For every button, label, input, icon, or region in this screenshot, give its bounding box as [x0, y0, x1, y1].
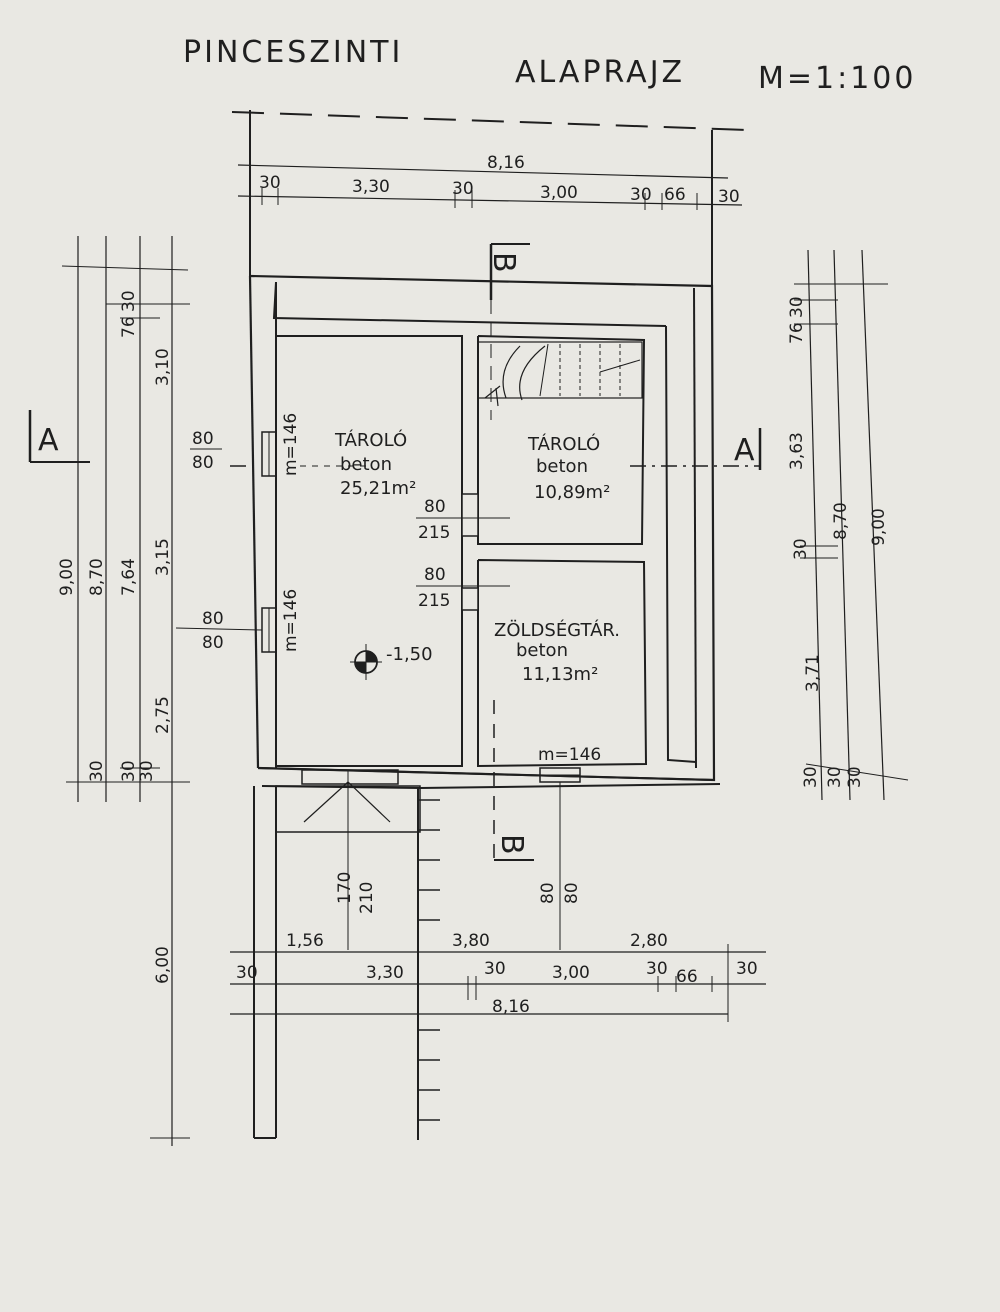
- right-mid-small: 30: [791, 538, 811, 560]
- right-dim-a: 3,63: [787, 432, 807, 470]
- bottom-row2-dim-6: 66: [676, 967, 698, 987]
- left-top-small-1: 30: [119, 290, 139, 312]
- top-dim-4: 3,00: [540, 183, 578, 203]
- section-b-bottom-label: B: [494, 834, 529, 858]
- left-dim-c: 7,64: [119, 558, 139, 596]
- windows: 80 80 m=146 80 80 m=146 m=146: [175, 413, 601, 783]
- left-dimensions: 9,00 8,70 7,64 30 76 3,10 3,15 2,75 30 3…: [57, 236, 190, 1146]
- entrance-dim-c: 80: [538, 882, 558, 904]
- room2-name: TÁROLÓ: [527, 433, 600, 455]
- level-value: -1,50: [386, 644, 433, 665]
- right-top-small-1: 30: [787, 296, 807, 318]
- section-a-right-label: A: [734, 433, 758, 468]
- bottom-row1-dim-3: 2,80: [630, 931, 668, 951]
- left-stack-1: 3,10: [153, 348, 173, 386]
- room2-floor: beton: [536, 456, 588, 477]
- window1-sill: m=146: [281, 413, 301, 476]
- section-b-top-label: B: [486, 252, 521, 276]
- left-top-small-2: 76: [119, 316, 139, 338]
- entrance-dim-b: 210: [357, 882, 377, 914]
- left-bottom-small-3: 30: [137, 760, 157, 782]
- room1-floor: beton: [340, 454, 392, 475]
- entrance-dim-a: 170: [335, 872, 355, 904]
- bottom-row2-dim-2: 3,30: [366, 963, 404, 983]
- top-dim-1: 30: [259, 173, 281, 193]
- right-bottom-small-1: 30: [801, 766, 821, 788]
- doors: 80 215 80 215: [416, 497, 510, 611]
- room-labels: TÁROLÓ beton 25,21m² TÁROLÓ beton 10,89m…: [334, 429, 620, 685]
- staircase: [477, 341, 643, 407]
- top-dimensions: 8,16 30 3,30 30 3,00 30 66 30: [237, 153, 743, 210]
- section-a-left-label: A: [38, 423, 62, 458]
- top-dim-5: 30: [630, 185, 652, 205]
- room3-area: 11,13m²: [522, 664, 598, 685]
- door2-height: 215: [418, 591, 450, 611]
- left-stack-3: 2,75: [153, 696, 173, 734]
- title-left: PINCESZINTI: [183, 35, 403, 70]
- bottom-dimensions: 1,56 3,80 2,80 30 3,30 30 3,00 30 66 30 …: [230, 931, 766, 1022]
- top-dim-6: 66: [664, 185, 686, 205]
- building-walls: [248, 274, 721, 789]
- top-dim-7: 30: [718, 187, 740, 207]
- bottom-row1-dim-2: 3,80: [452, 931, 490, 951]
- right-dim-c: 8,70: [831, 502, 851, 540]
- left-dim-b: 8,70: [87, 558, 107, 596]
- bottom-row2-dim-3: 30: [484, 959, 506, 979]
- right-bottom-small-3: 30: [845, 766, 865, 788]
- top-total-dim: 8,16: [487, 153, 525, 173]
- level-marker: -1,50: [350, 644, 433, 680]
- title-right: ALAPRAJZ: [515, 55, 685, 90]
- right-top-small-2: 76: [787, 322, 807, 344]
- window1-width: 80: [192, 429, 214, 449]
- entrance-dim-d: 80: [562, 882, 582, 904]
- top-dim-2: 3,30: [352, 177, 390, 197]
- window1-height: 80: [192, 453, 214, 473]
- right-total-dim: 9,00: [869, 508, 889, 546]
- room2-area: 10,89m²: [534, 482, 610, 503]
- section-line-a: A A: [28, 410, 762, 470]
- entrance-stairs: 170 210 80 80: [253, 769, 582, 1140]
- bottom-row1-dim-1: 1,56: [286, 931, 324, 951]
- left-bottom-small-2: 30: [119, 760, 139, 782]
- door2-width: 80: [424, 565, 446, 585]
- door1-width: 80: [424, 497, 446, 517]
- bottom-row2-dim-5: 30: [646, 959, 668, 979]
- right-bottom-small-2: 30: [825, 766, 845, 788]
- left-stack-2: 3,15: [153, 538, 173, 576]
- section-line-b: B B: [486, 243, 534, 861]
- right-dimensions: 30 76 3,63 30 3,71 8,70 9,00 30 30 30: [787, 249, 909, 801]
- left-outside-dim: 6,00: [153, 946, 173, 984]
- right-dim-b: 3,71: [803, 654, 823, 692]
- room1-area: 25,21m²: [340, 478, 416, 499]
- window2-height: 80: [202, 633, 224, 653]
- window2-width: 80: [202, 609, 224, 629]
- bottom-row2-dim-7: 30: [736, 959, 758, 979]
- room3-floor: beton: [516, 640, 568, 661]
- room1-name: TÁROLÓ: [334, 429, 407, 451]
- title-scale: M=1:100: [758, 61, 916, 96]
- left-bottom-small-1: 30: [87, 760, 107, 782]
- window2-sill: m=146: [281, 589, 301, 652]
- drawing-title: PINCESZINTI ALAPRAJZ M=1:100: [183, 35, 916, 96]
- top-dim-3: 30: [452, 179, 474, 199]
- room3-name: ZÖLDSÉGTÁR.: [494, 619, 620, 641]
- bottom-row2-dim-4: 3,00: [552, 963, 590, 983]
- door1-height: 215: [418, 523, 450, 543]
- bottom-total-dim: 8,16: [492, 997, 530, 1017]
- bottom-row2-dim-1: 30: [236, 963, 258, 983]
- window3-sill: m=146: [538, 745, 601, 765]
- left-total-dim: 9,00: [57, 558, 77, 596]
